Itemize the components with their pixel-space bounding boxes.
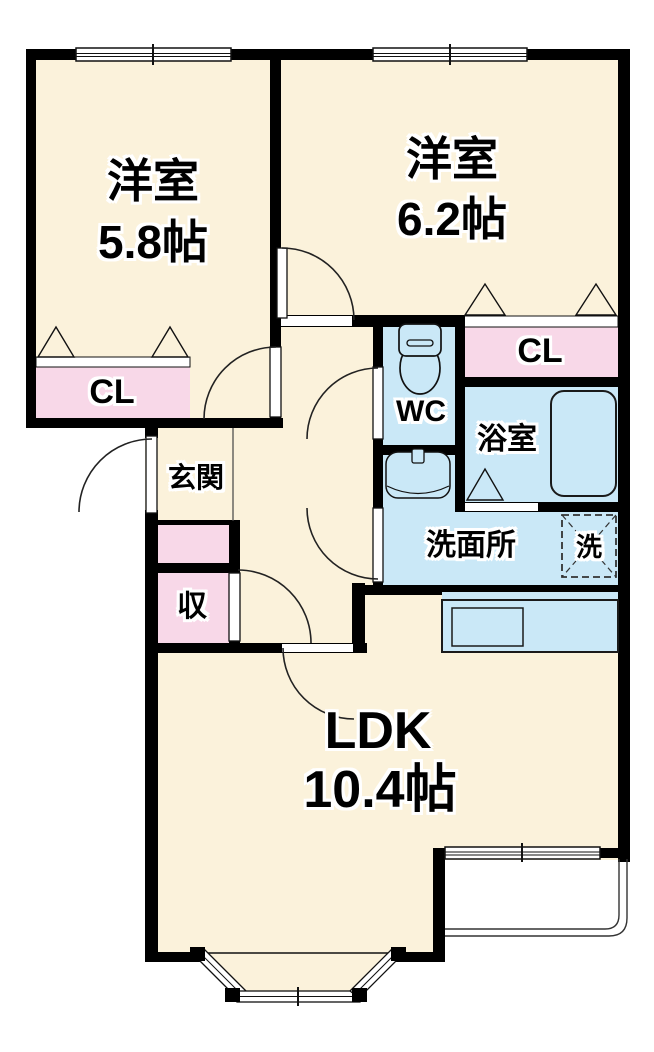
entrance-door-leaf: [145, 435, 158, 514]
bedroom1-label: 洋室: [107, 155, 199, 207]
bedroom1-door-arc: [203, 346, 277, 420]
bathtub-icon: [550, 390, 617, 497]
ldk-label: LDK: [324, 702, 432, 760]
doors: [145, 247, 538, 652]
washbasin-icon: [385, 448, 451, 499]
wall-wc-bath-divider: [455, 315, 465, 512]
bedroom2-door-opening: [281, 316, 352, 326]
bedroom2-size: 6.2帖: [397, 193, 507, 245]
bath-door-opening: [465, 503, 538, 511]
closet-right-track: [462, 315, 619, 328]
balcony-outer-line: [445, 859, 628, 937]
washroom-label: 洗面所: [426, 529, 516, 562]
fixtures: [232, 323, 619, 653]
storage-label: 収: [177, 590, 207, 623]
wall-balcony-stub: [598, 848, 630, 858]
windows: [75, 44, 601, 862]
wall-entrance-stub: [145, 428, 158, 438]
window-bedroom1: [75, 44, 232, 65]
balcony-inner-line: [445, 859, 620, 930]
bedroom2-door-leaf: [276, 247, 288, 319]
entrance-label: 玄関: [167, 462, 225, 493]
entrance-door-arc: [78, 438, 153, 513]
bedroom1-size: 5.8帖: [98, 216, 208, 268]
bedroom2-label: 洋室: [406, 133, 498, 185]
wall-bath-bottom: [455, 502, 630, 512]
ldk-door-arc: [282, 647, 355, 720]
storage-fill: [158, 573, 230, 643]
wall-closet-bottom: [26, 418, 283, 428]
wall-bedroom-divider: [270, 49, 281, 428]
closet-right-fold-icon: [463, 282, 507, 316]
window-balcony: [444, 843, 601, 862]
washer-space-icon: [561, 514, 617, 578]
closet-left-fold-icon: [36, 325, 76, 358]
door-arcs: [78, 247, 379, 720]
laundry-label: 洗: [575, 532, 603, 562]
closet-left-fold-icon: [150, 325, 190, 358]
window-bedroom2: [372, 44, 528, 65]
washroom-door-leaf: [372, 507, 384, 583]
bedroom2-door-arc: [281, 247, 355, 321]
ldk-door-opening: [282, 644, 353, 652]
shoe-cabinet-fill: [158, 524, 230, 563]
closet-left-track: [35, 356, 191, 368]
closet-right-label: CL: [517, 332, 563, 370]
wc-door-arc: [306, 367, 379, 440]
wall-right: [618, 49, 630, 862]
closet-left-fill: [36, 366, 190, 418]
wall-jog: [352, 583, 365, 653]
balcony: [445, 859, 628, 937]
bedroom2-floor: [270, 49, 630, 327]
bathroom-label: 浴室: [477, 423, 537, 456]
bath-fold-door-icon: [465, 467, 505, 501]
wc-label: WC: [396, 395, 446, 428]
bay-window: [190, 947, 406, 1006]
wall-ldk-balcony-left: [433, 848, 445, 958]
closet-right-fold-icon: [574, 282, 618, 316]
bay-window-floor: [200, 957, 396, 998]
wall-closet-right-bottom: [455, 377, 618, 387]
wall-shoe-cabinet-top: [158, 520, 229, 525]
wall-ldk-top: [145, 643, 367, 653]
kitchen-counter-icon: [441, 592, 619, 653]
wc-door-leaf: [372, 366, 384, 440]
bedroom1-door-leaf: [269, 346, 282, 418]
wall-washroom-bottom: [352, 585, 630, 595]
wall-bottom-right: [393, 952, 445, 962]
wall-left-lower: [145, 510, 158, 962]
folding-door-icons: [36, 282, 618, 501]
washroom-door-arc: [306, 507, 379, 580]
toilet-icon: [398, 323, 442, 395]
wall-storage-divider: [151, 563, 230, 573]
wall-left-upper: [26, 49, 36, 428]
ldk-size: 10.4帖: [303, 761, 457, 819]
closet-left-label: CL: [89, 373, 135, 411]
wall-bottom-left: [145, 952, 202, 962]
wall-top: [26, 49, 630, 60]
closet-right-fill: [463, 327, 618, 377]
storage-door-leaf: [228, 572, 241, 642]
storage-door-arc: [237, 569, 312, 644]
kitchen-sink-icon: [451, 607, 524, 647]
